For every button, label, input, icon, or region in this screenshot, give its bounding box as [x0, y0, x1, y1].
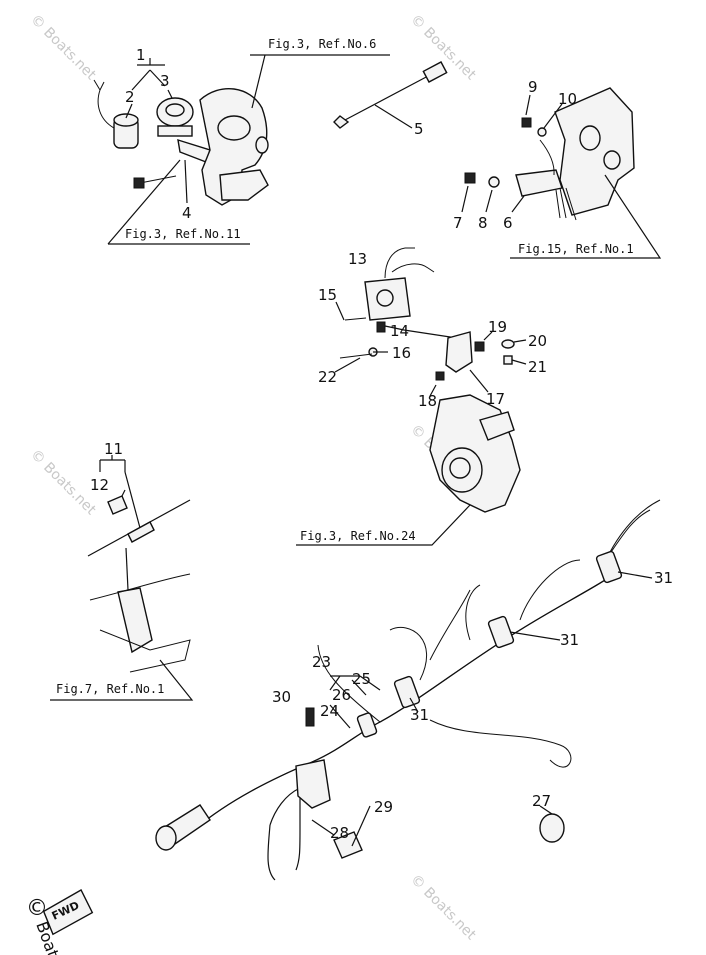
- callout-31-c: 31: [410, 706, 429, 724]
- callout-4: 4: [182, 204, 192, 222]
- callout-23: 23: [312, 653, 331, 671]
- part-20-grommet: [501, 339, 515, 349]
- leader-fig3-ref24: [296, 504, 471, 546]
- bracket-1: [137, 58, 165, 66]
- group-parts-13-22: 13 15 14 16 22 19 20 21 18 17: [318, 247, 547, 410]
- callout-14: 14: [390, 322, 409, 340]
- fig-ref-3-6: Fig.3, Ref.No.6: [268, 37, 376, 51]
- group-parts-6-10: 9 10 7 8 6 Fig.15, Ref.No.1: [453, 78, 662, 259]
- callout-2: 2: [125, 88, 135, 106]
- part-7-bolt: [464, 172, 476, 184]
- callout-25: 25: [352, 670, 371, 688]
- callout-29: 29: [374, 798, 393, 816]
- part-31-clamp-a: [595, 550, 623, 584]
- part-17-bracket: [445, 331, 473, 373]
- callout-1: 1: [136, 46, 146, 64]
- part-27-grommet: [539, 813, 565, 843]
- callout-26: 26: [332, 686, 351, 704]
- callout-22: 22: [318, 368, 337, 386]
- callout-6: 6: [503, 214, 513, 232]
- part-14-bolt: [376, 321, 386, 333]
- callout-17: 17: [486, 390, 505, 408]
- part-11-fuse-holder: [127, 521, 155, 543]
- callout-8: 8: [478, 214, 488, 232]
- callout-21: 21: [528, 358, 547, 376]
- callout-30: 30: [272, 688, 291, 706]
- part-5-lead: 5: [333, 61, 448, 138]
- leader-fig7-ref1: [50, 659, 194, 701]
- callout-11: 11: [104, 440, 123, 458]
- callout-10: 10: [558, 90, 577, 108]
- copyright-mark: ©: [26, 896, 48, 921]
- part-3-pulser: [156, 89, 194, 137]
- fwd-indicator: FWD: [42, 888, 94, 936]
- part-19-bolt: [474, 341, 485, 352]
- part-10-washer: [537, 127, 547, 137]
- callout-24: 24: [320, 702, 339, 720]
- group-parts-1-4: 1 2 3 4 Fig.3, Ref.No.11 Fig.3, Ref.No.6: [93, 37, 390, 245]
- part-28-bracket: [295, 759, 331, 809]
- part-31-clamp-c: [393, 675, 421, 709]
- watermark-3: © Boats.net: [27, 447, 99, 519]
- part-18-grommet: [435, 371, 445, 381]
- callout-31-a: 31: [654, 569, 673, 587]
- callout-9: 9: [528, 78, 538, 96]
- callout-19: 19: [488, 318, 507, 336]
- part-21-nut: [503, 355, 513, 365]
- callout-16: 16: [392, 344, 411, 362]
- part-8-washer: [488, 176, 500, 188]
- part-12-cap: [107, 495, 128, 515]
- callout-12: 12: [90, 476, 109, 494]
- fig-ref-15-1: Fig.15, Ref.No.1: [518, 242, 634, 256]
- watermark-1: © Boats.net: [27, 12, 99, 84]
- part-2-coil: [93, 79, 139, 149]
- callout-15: 15: [318, 286, 337, 304]
- fig-ref-3-24: Fig.3, Ref.No.24: [300, 529, 416, 543]
- part-9-bolt: [521, 117, 532, 128]
- fig-ref-7-1: Fig.7, Ref.No.1: [56, 682, 164, 696]
- leader-fig15-ref1: [510, 174, 662, 259]
- harness-plug: [155, 804, 211, 851]
- part-30-bolt: [305, 707, 315, 727]
- callout-31-b: 31: [560, 631, 579, 649]
- callout-20: 20: [528, 332, 547, 350]
- callout-3: 3: [160, 72, 170, 90]
- part-4-bracket: [133, 138, 211, 204]
- watermark-5: © Boats.net: [407, 872, 479, 944]
- part-6-rectifier: [515, 169, 563, 197]
- engine-block: Fig.3, Ref.No.24: [296, 394, 521, 546]
- fig-ref-3-11: Fig.3, Ref.No.11: [125, 227, 241, 241]
- callout-13: 13: [348, 250, 367, 268]
- wiring-harness: 31 31 31 23 25 26 24 30 29 28 27: [155, 499, 673, 881]
- callout-27: 27: [532, 792, 551, 810]
- callout-18: 18: [418, 392, 437, 410]
- callout-5: 5: [414, 120, 424, 138]
- group-parts-11-12: 11 12 Fig.7, Ref.No.1: [50, 440, 194, 701]
- engine-crankcase: [199, 88, 269, 206]
- callout-28: 28: [330, 824, 349, 842]
- part-31-clamp-b: [487, 615, 515, 649]
- callout-7: 7: [453, 214, 463, 232]
